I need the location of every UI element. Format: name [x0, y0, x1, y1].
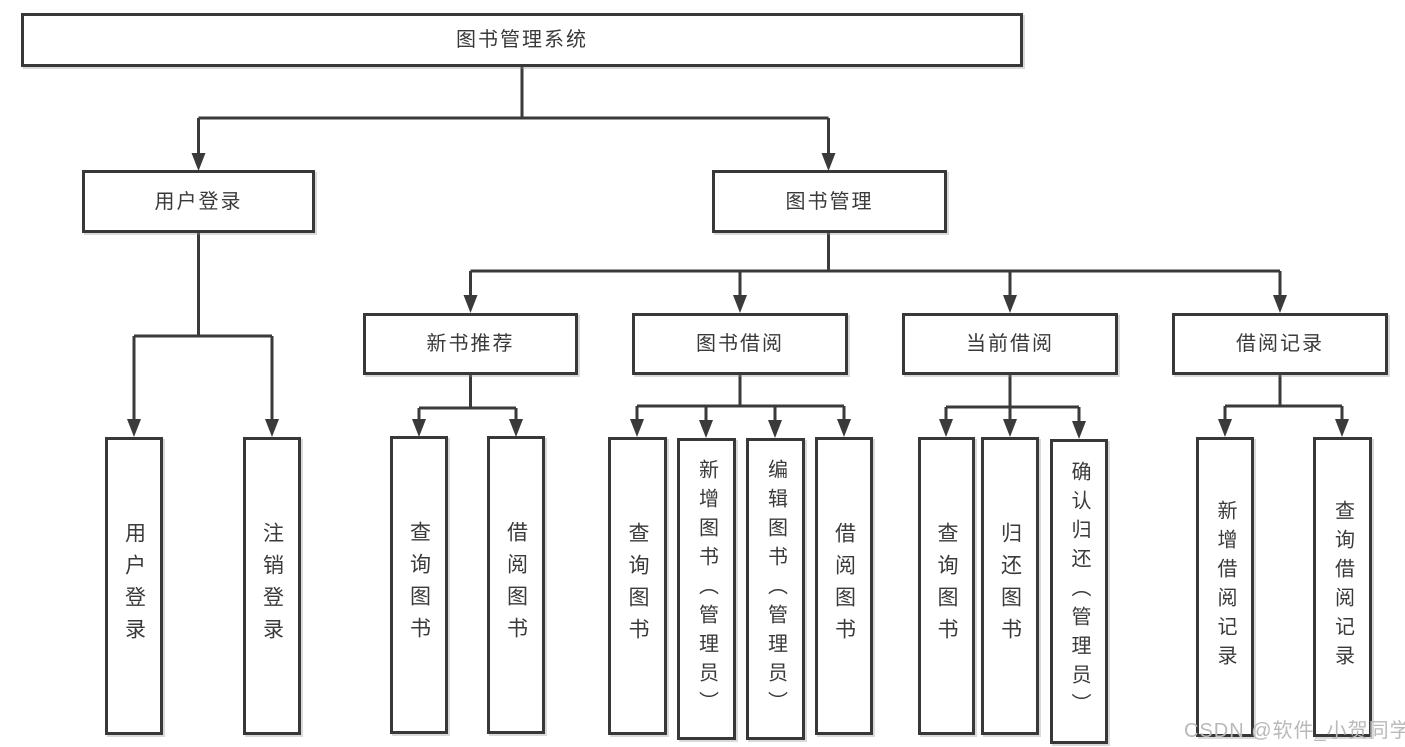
leaf-recommend-query-book: 查询图书	[390, 436, 448, 734]
arrow-down-icon	[1335, 419, 1349, 437]
arrow-down-icon	[821, 153, 836, 171]
arrow-down-icon	[509, 419, 523, 437]
node-root: 图书管理系统	[21, 13, 1023, 67]
leaf-recommend-borrow-book: 借阅图书	[487, 436, 545, 734]
leaf-logout: 注销登录	[243, 437, 301, 735]
arrow-down-icon	[768, 420, 782, 438]
arrow-down-icon	[699, 420, 713, 438]
leaf-current-query-book: 查询图书	[918, 437, 975, 735]
leaf-user-login: 用户登录	[105, 437, 163, 735]
leaf-current-return-book: 归还图书	[981, 437, 1039, 735]
arrow-down-icon	[1273, 295, 1287, 313]
node-current-borrow: 当前借阅	[902, 313, 1118, 375]
arrow-down-icon	[837, 419, 851, 437]
arrow-down-icon	[1003, 295, 1017, 313]
arrow-down-icon	[265, 419, 279, 437]
arrow-down-icon	[1218, 419, 1232, 437]
node-new-book-recommend: 新书推荐	[363, 313, 578, 375]
node-user-login: 用户登录	[82, 170, 315, 233]
node-borrow-records: 借阅记录	[1172, 313, 1388, 375]
arrow-down-icon	[127, 419, 141, 437]
arrow-down-icon	[630, 419, 644, 437]
node-book-borrow: 图书借阅	[632, 313, 848, 375]
arrow-down-icon	[1072, 421, 1086, 439]
leaf-borrow-edit-book-admin: 编辑图书（管理员）	[746, 438, 805, 740]
arrow-down-icon	[191, 153, 206, 171]
csdn-watermark: CSDN @软件_小贺同学	[1184, 720, 1405, 742]
leaf-record-query-record: 查询借阅记录	[1313, 437, 1372, 737]
node-book-management: 图书管理	[712, 170, 947, 233]
arrow-down-icon	[1003, 419, 1017, 437]
leaf-borrow-add-book-admin: 新增图书（管理员）	[677, 438, 736, 740]
leaf-borrow-query-book: 查询图书	[608, 437, 667, 735]
arrow-down-icon	[463, 295, 478, 313]
arrow-down-icon	[939, 419, 953, 437]
arrow-down-icon	[412, 419, 426, 437]
leaf-record-add-record: 新增借阅记录	[1196, 437, 1254, 737]
leaf-borrow-borrow-book: 借阅图书	[815, 437, 873, 735]
leaf-current-confirm-return-admin: 确认归还（管理员）	[1050, 439, 1108, 744]
arrow-down-icon	[733, 295, 747, 313]
